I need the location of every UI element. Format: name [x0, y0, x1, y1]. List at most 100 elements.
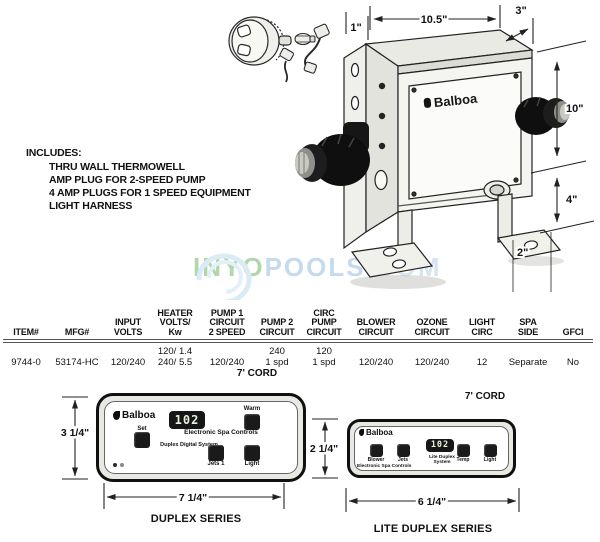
duplex-series-label: DUPLEX SERIES — [150, 513, 242, 525]
duplex-system-label: Duplex Digital System — [160, 442, 218, 448]
col-gfci-header: GFCI — [562, 326, 584, 337]
dim-label-depth: 3" — [515, 5, 526, 17]
includes-title: INCLUDES: — [26, 147, 82, 159]
duplex-height-dim: 3 1/4" — [61, 427, 89, 439]
lite-system-label: Lite Duplex System — [429, 455, 455, 466]
duplex-light-button — [244, 445, 260, 461]
lite-blower-button — [369, 444, 383, 457]
col-light-header: LIGHT CIRC — [469, 317, 495, 337]
duplex-warm-button — [244, 414, 260, 430]
duplex-cord-label: 7' CORD — [236, 368, 278, 379]
duplex-brand-logo: Balboa — [113, 410, 155, 421]
includes-item: 4 AMP PLUGS FOR 1 SPEED EQUIPMENT — [49, 187, 251, 199]
indicator-dot — [113, 463, 117, 467]
duplex-warm-label: Warm — [243, 406, 261, 412]
lite-height-dim: 2 1/4" — [310, 443, 338, 455]
lite-light-button — [483, 444, 497, 457]
col-pump1-header: PUMP 1 CIRCUIT 2 SPEED — [208, 307, 246, 337]
box-brand-text: Balboa — [433, 91, 478, 111]
lite-blower-label: Blower — [367, 457, 385, 463]
duplex-brand-text: Balboa — [122, 410, 156, 421]
duplex-indicator-lights — [113, 454, 124, 472]
lite-duplex-panel: Balboa Blower Jets 102 Lite Duplex Syste… — [347, 419, 516, 478]
wired-connector-part — [279, 23, 330, 83]
duplex-panel-face: Balboa 102 Electronic Spa Controls Duple… — [104, 401, 298, 474]
col-ozone-header: OZONE CIRCUIT — [414, 317, 450, 337]
balboa-leaf-icon — [113, 411, 120, 420]
col-input-header: INPUT VOLTS — [113, 317, 143, 337]
dim-label-flange: 1" — [350, 22, 361, 34]
col-heater-value: 120/ 1.4 240/ 5.5 — [157, 346, 193, 368]
dim-label-bracket: 4" — [566, 194, 577, 206]
duplex-panel: Balboa 102 Electronic Spa Controls Duple… — [96, 393, 306, 482]
lite-temp-button — [456, 444, 470, 457]
duplex-subtitle: Electronic Spa Controls — [184, 429, 258, 436]
col-gfci-value: No — [566, 356, 580, 368]
box-dimensions — [345, 5, 595, 292]
col-pump2-value: 240 1 spd — [265, 346, 289, 368]
includes-item: THRU WALL THERMOWELL — [49, 161, 185, 173]
lite-width-dim: 6 1/4" — [418, 496, 446, 508]
col-circpump-value: 120 1 spd — [312, 346, 336, 368]
lite-panel-face: Balboa Blower Jets 102 Lite Duplex Syste… — [354, 426, 509, 471]
col-ozone-value: 120/240 — [414, 356, 450, 368]
duplex-set-button — [134, 432, 150, 448]
col-mfg-value: 53174-HC — [55, 356, 99, 368]
duplex-light-control: Light — [236, 445, 268, 468]
duplex-warm-control: Warm — [236, 406, 268, 430]
table-separator — [3, 339, 593, 343]
lite-jets-label: Jets — [397, 457, 408, 463]
col-spaside-header: SPA SIDE — [517, 317, 539, 337]
spec-table: ITEM# MFG# INPUT VOLTS HEATER VOLTS/ Kw … — [3, 292, 593, 368]
dim-label-foot: 2" — [517, 247, 528, 259]
duplex-width-dim: 7 1/4" — [179, 492, 207, 504]
col-spaside-value: Separate — [508, 356, 548, 368]
lite-brand-logo: Balboa — [359, 428, 393, 437]
lite-light-label: Light — [483, 457, 497, 463]
lite-cord-label: 7' CORD — [464, 391, 506, 402]
spec-table-value-row: 9744-0 53174-HC 120/240 120/ 1.4 240/ 5.… — [3, 343, 593, 368]
lite-jets-button — [396, 444, 410, 457]
box-brand-logo: Balboa — [423, 91, 479, 111]
col-pump2-header: PUMP 2 CIRCUIT — [259, 317, 295, 337]
duplex-jets-label: Jets 1 — [207, 461, 225, 467]
col-input-value: 120/240 — [110, 356, 146, 368]
balboa-leaf-icon — [359, 429, 364, 436]
col-heater-header: HEATER VOLTS/ Kw — [157, 307, 193, 337]
duplex-jets-button — [208, 445, 224, 461]
col-item-value: 9744-0 — [11, 356, 41, 368]
thermowell-part — [228, 16, 292, 66]
lite-temp-label: Temp — [456, 457, 470, 463]
lite-light-control: Light — [476, 444, 504, 463]
watermark-text-pools: POOLS — [264, 252, 366, 282]
lite-series-label: LITE DUPLEX SERIES — [373, 523, 493, 535]
duplex-set-label: Set — [137, 426, 147, 432]
lite-subtitle: Electronic Spa Controls — [357, 464, 412, 469]
indicator-dot — [120, 463, 124, 467]
col-light-value: 12 — [476, 356, 488, 368]
col-pump1-value: 120/240 — [209, 356, 245, 368]
col-blower-header: BLOWER CIRCUIT — [356, 317, 396, 337]
watermark-swirl-icon — [196, 253, 252, 300]
control-box-body — [343, 29, 564, 289]
col-mfg-header: MFG# — [64, 326, 90, 337]
duplex-light-label: Light — [244, 461, 260, 467]
dim-label-width: 10.5" — [421, 14, 448, 26]
includes-item: AMP PLUG FOR 2-SPEED PUMP — [49, 174, 206, 186]
col-item-header: ITEM# — [13, 326, 39, 337]
lite-blower-control: Blower — [362, 444, 390, 463]
right-pipe-union — [515, 97, 570, 135]
duplex-jets-control: Jets 1 — [200, 445, 232, 468]
control-box-diagram: Balboa 1" 10.5" 3" 10" 4" 2" — [228, 3, 595, 292]
left-pipe-union — [295, 122, 370, 186]
col-blower-value: 120/240 — [358, 356, 394, 368]
lite-jets-control: Jets — [389, 444, 417, 463]
panel-dimensions: 3 1/4" 7 1/4" 2 1/4" 6 1/4" — [58, 396, 520, 512]
lite-display: 102 — [426, 439, 454, 452]
duplex-display: 102 — [169, 411, 205, 429]
lite-temp-control: Temp — [449, 444, 477, 463]
lite-brand-text: Balboa — [366, 428, 393, 437]
bulb-plug-part — [294, 32, 316, 46]
includes-block: INCLUDES: THRU WALL THERMOWELL AMP PLUG … — [26, 147, 251, 213]
col-circpump-header: CIRC PUMP CIRCUIT — [306, 307, 342, 337]
